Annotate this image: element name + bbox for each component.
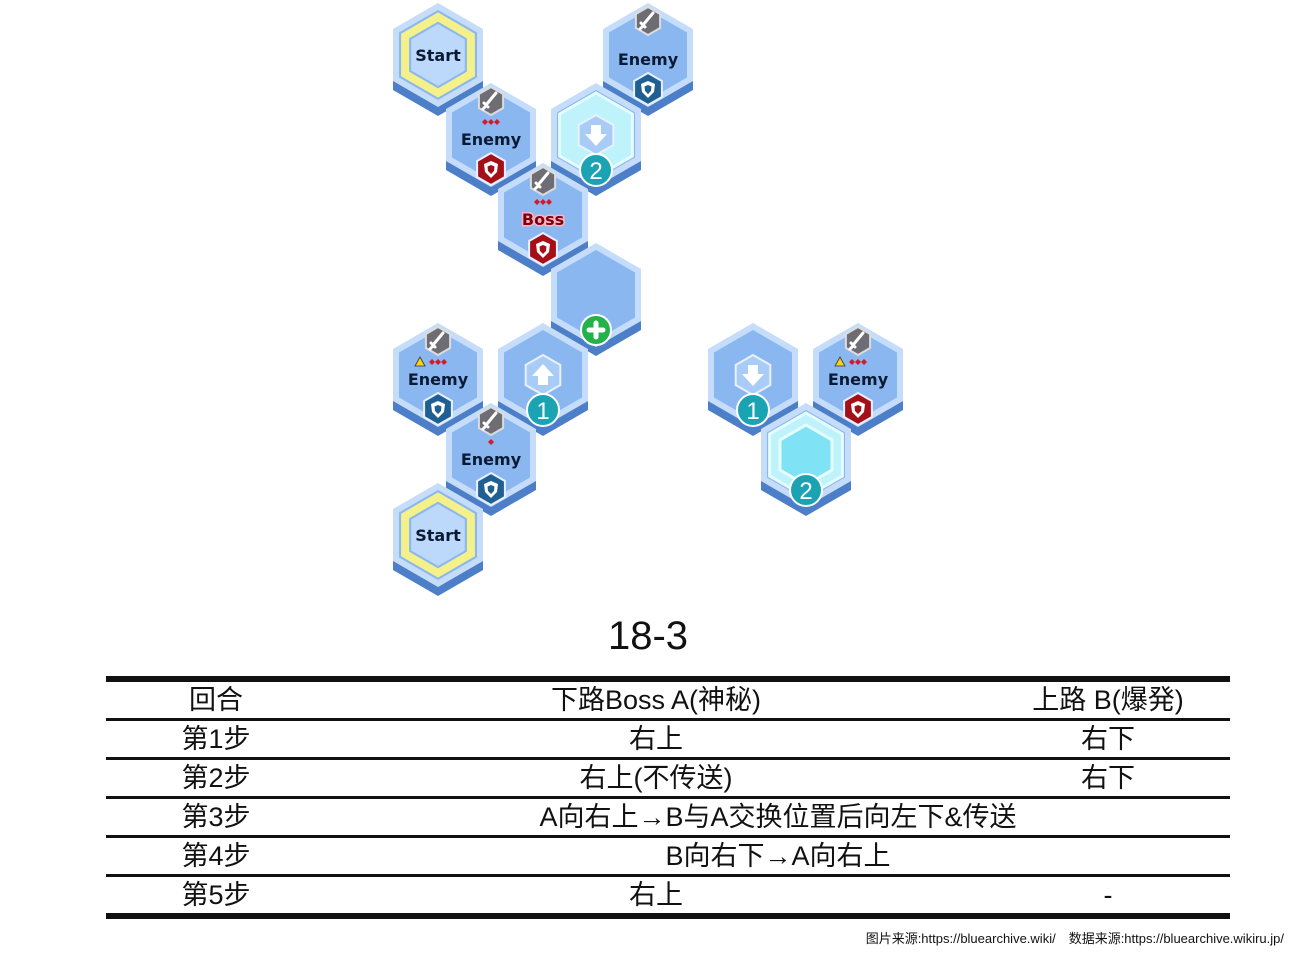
danger-pips-icon (488, 439, 494, 445)
table-row: 第1步右上右下 (106, 719, 1230, 760)
start-ring-icon (401, 12, 475, 98)
shield-icon (843, 391, 873, 427)
svg-text:2: 2 (589, 158, 602, 185)
route-cell: 右下 (986, 758, 1230, 799)
tile-label: Enemy (828, 370, 889, 389)
shield-icon (633, 71, 663, 107)
route-cell: - (986, 875, 1230, 919)
map-tile-start-bottom[interactable]: Start (393, 483, 483, 596)
shield-icon (476, 471, 506, 507)
shield-icon (423, 391, 453, 427)
map-tile-warp-2-right[interactable]: 2 (761, 403, 851, 516)
warning-icon (414, 356, 426, 367)
map-tile-heal-tile[interactable] (551, 243, 641, 356)
sword-icon (529, 165, 557, 197)
map-tile-enemy-c[interactable]: Enemy (393, 323, 483, 436)
warp-number-badge: 2 (579, 153, 613, 187)
map-tile-start-top[interactable]: Start (393, 3, 483, 116)
danger-pips-icon (849, 359, 867, 365)
danger-pips-icon (429, 359, 447, 365)
step-cell: 第4步 (106, 836, 326, 877)
step-cell: 第5步 (106, 875, 326, 919)
warp-down-arrow-icon (734, 353, 772, 397)
route-cell: 下路Boss A(神秘) (326, 676, 986, 721)
source-credit: 图片来源:https://bluearchive.wiki/ 数据来源:http… (865, 931, 1284, 946)
sword-icon (424, 325, 452, 357)
route-cell: A向右上→B与A交换位置后向左下&传送 (326, 797, 1230, 838)
map-tile-warp-down-1[interactable]: 1 (708, 323, 798, 436)
step-cell: 第3步 (106, 797, 326, 838)
tile-label: Boss (522, 210, 564, 229)
map-tile-enemy-d[interactable]: Enemy (446, 403, 536, 516)
warning-icon (834, 356, 846, 367)
warp-number-badge: 1 (526, 393, 560, 427)
route-cell: 右下 (986, 719, 1230, 760)
table-header-row: 回合下路Boss A(神秘)上路 B(爆発) (106, 676, 1230, 721)
table-row: 第5步右上- (106, 875, 1230, 919)
danger-pips-icon (482, 119, 500, 125)
tile-label: Start (415, 46, 461, 65)
warp-up-arrow-icon (524, 353, 562, 397)
svg-text:1: 1 (746, 398, 759, 425)
stage-map: StartEnemyEnemy2BossEnemy1EnemyStart1Ene… (393, 3, 903, 596)
tile-label: Start (415, 526, 461, 545)
sword-icon (477, 85, 505, 117)
route-cell: 上路 B(爆発) (986, 676, 1230, 721)
step-cell: 第2步 (106, 758, 326, 799)
tile-label: Enemy (408, 370, 469, 389)
warp-number-badge: 1 (736, 393, 770, 427)
map-tile-enemy-e[interactable]: Enemy (813, 323, 903, 436)
route-cell: 右上 (326, 875, 986, 919)
step-cell: 第1步 (106, 719, 326, 760)
shield-icon (528, 231, 558, 267)
route-cell: 右上(不传送) (326, 758, 986, 799)
svg-text:1: 1 (536, 398, 549, 425)
warp-number-badge: 2 (789, 473, 823, 507)
tile-label: Enemy (461, 130, 522, 149)
map-tile-warp-up-1[interactable]: 1 (498, 323, 588, 436)
start-ring-icon (401, 492, 475, 578)
map-tile-enemy-b[interactable]: Enemy (603, 3, 693, 116)
sword-icon (477, 405, 505, 437)
route-cell: 右上 (326, 719, 986, 760)
sword-icon (844, 325, 872, 357)
map-tile-warp-down-2-top[interactable]: 2 (551, 83, 641, 196)
shield-icon (476, 151, 506, 187)
svg-text:2: 2 (799, 478, 812, 505)
table-row: 第2步右上(不传送)右下 (106, 758, 1230, 799)
plus-icon (580, 314, 612, 346)
tile-label: Enemy (618, 50, 679, 69)
map-tile-boss[interactable]: Boss (498, 163, 588, 276)
danger-pips-icon (534, 199, 552, 205)
route-table: 回合下路Boss A(神秘)上路 B(爆発)第1步右上右下第2步右上(不传送)右… (106, 676, 1230, 919)
sword-icon (634, 5, 662, 37)
step-cell: 回合 (106, 676, 326, 721)
tile-label: Enemy (461, 450, 522, 469)
warp-down-arrow-icon (577, 113, 615, 157)
stage-title: 18-3 (607, 614, 689, 658)
route-cell: B向右下→A向右上 (326, 836, 1230, 877)
map-tile-enemy-a[interactable]: Enemy (446, 83, 536, 196)
